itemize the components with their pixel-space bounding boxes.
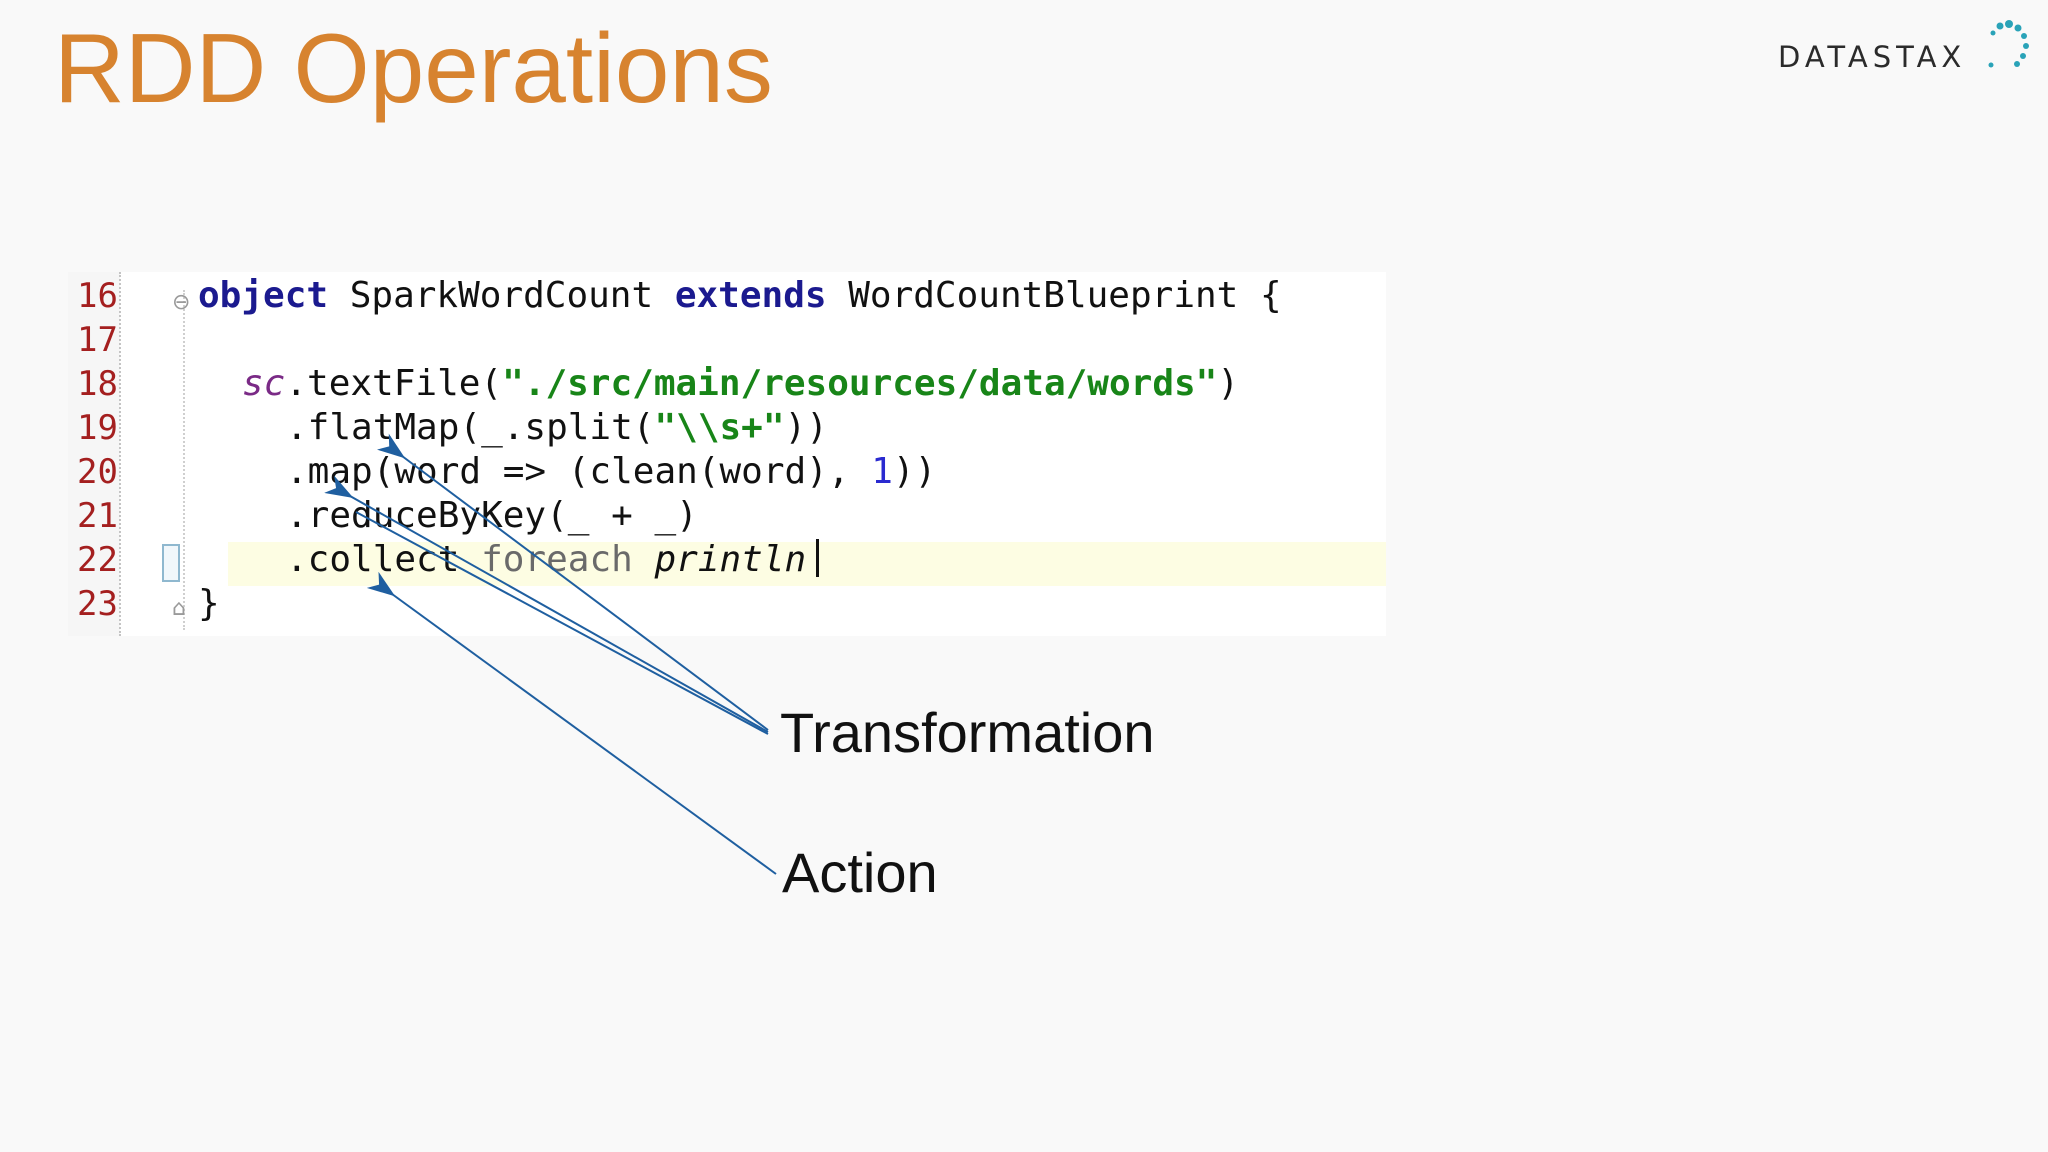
code-text: .reduceByKey(_ + _) [286,495,698,536]
keyword-object: object [198,275,329,316]
line-number: 23 [77,584,118,624]
line-number: 20 [77,452,118,492]
line-number: 16 [77,276,118,316]
string-literal: "\\s+" [654,407,785,448]
arrow-to-flatmap [376,433,769,731]
arrow-to-collect [366,571,777,875]
number-literal: 1 [871,451,893,492]
code-text: } [198,583,220,624]
action-label: Action [782,841,938,904]
function-println: println [654,539,807,580]
slide-title: RDD Operations [54,13,773,123]
code-text: WordCountBlueprint { [826,275,1282,316]
line-number: 21 [77,496,118,536]
gutter-divider [119,272,121,636]
code-line-19[interactable]: .flatMap(_.split("\\s+")) [286,406,828,450]
fold-close-icon[interactable]: ⌂ [172,596,186,621]
arrow-to-map [324,475,769,733]
current-line-highlight [228,542,1386,586]
string-literal: "./src/main/resources/data/words" [502,363,1218,404]
line-number: 17 [77,320,118,360]
code-text: )) [784,407,828,448]
code-text: ) [1217,363,1240,404]
line-number: 18 [77,364,118,404]
transformation-label: Transformation [780,701,1155,764]
code-line-21[interactable]: .reduceByKey(_ + _) [286,494,698,538]
datastax-logo: DATASTAX [1776,20,2036,80]
code-editor: ⊖ ⌂ 16 17 18 19 20 21 22 23 object Spark… [68,272,1386,636]
logo-dots-icon [1988,20,2029,68]
code-line-16[interactable]: object SparkWordCount extends WordCountB… [198,274,1282,318]
fold-guide [183,290,185,630]
keyword-extends: extends [674,275,827,316]
code-text: )) [892,451,937,492]
change-marker [162,544,180,582]
code-text: .flatMap(_.split( [286,407,655,448]
fold-open-icon[interactable]: ⊖ [172,290,191,315]
code-line-18[interactable]: sc.textFile("./src/main/resources/data/w… [242,362,1239,406]
line-number: 19 [77,408,118,448]
text-cursor [816,539,820,577]
line-number: 22 [77,540,118,580]
arrow-to-reducebykey [355,511,769,735]
variable-sc: sc [242,363,286,404]
code-text: .textFile( [285,363,503,404]
brand-name: DATASTAX [1778,40,1967,74]
code-line-22[interactable]: .collect foreach println [286,538,820,582]
code-line-23[interactable]: } [198,582,220,626]
code-text: SparkWordCount [328,275,675,316]
line-number-gutter [68,272,120,636]
